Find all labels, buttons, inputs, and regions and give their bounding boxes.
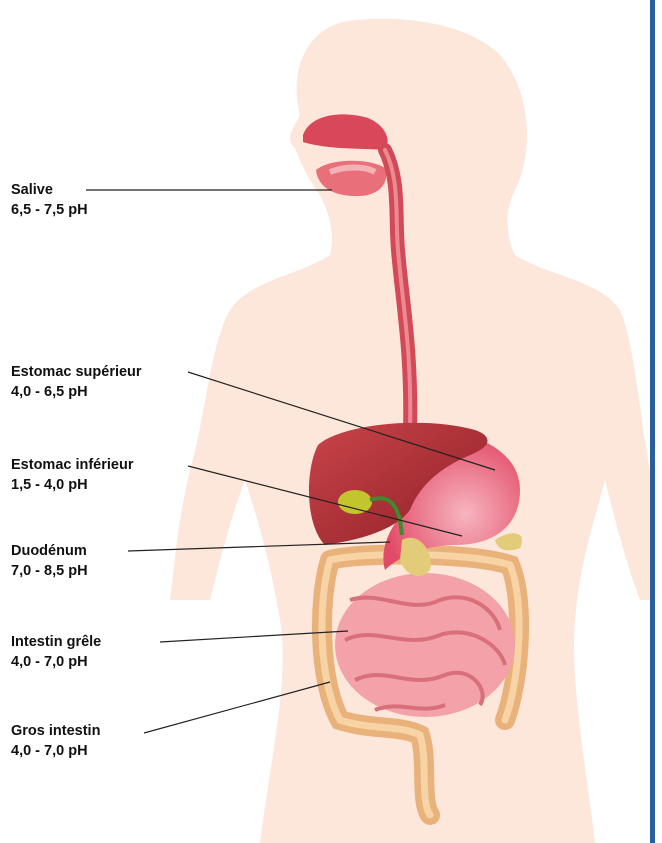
label-gros-intestin: Gros intestin 4,0 - 7,0 pH (11, 721, 100, 761)
label-intestin-grele: Intestin grêle 4,0 - 7,0 pH (11, 632, 101, 672)
label-estomac-superieur-ph: 4,0 - 6,5 pH (11, 382, 142, 402)
label-estomac-inferieur-name: Estomac inférieur (11, 455, 134, 475)
label-duodenum: Duodénum 7,0 - 8,5 pH (11, 541, 88, 581)
label-intestin-grele-name: Intestin grêle (11, 632, 101, 652)
label-estomac-superieur-name: Estomac supérieur (11, 362, 142, 382)
small-intestine (335, 573, 515, 717)
label-duodenum-name: Duodénum (11, 541, 88, 561)
label-intestin-grele-ph: 4,0 - 7,0 pH (11, 652, 101, 672)
gallbladder (338, 490, 372, 514)
label-salive-ph: 6,5 - 7,5 pH (11, 200, 88, 220)
label-estomac-superieur: Estomac supérieur 4,0 - 6,5 pH (11, 362, 142, 402)
label-estomac-inferieur-ph: 1,5 - 4,0 pH (11, 475, 134, 495)
label-gros-intestin-name: Gros intestin (11, 721, 100, 741)
label-duodenum-ph: 7,0 - 8,5 pH (11, 561, 88, 581)
label-salive: Salive 6,5 - 7,5 pH (11, 180, 88, 220)
label-salive-name: Salive (11, 180, 88, 200)
label-estomac-inferieur: Estomac inférieur 1,5 - 4,0 pH (11, 455, 134, 495)
right-edge-rule (650, 0, 655, 843)
label-gros-intestin-ph: 4,0 - 7,0 pH (11, 741, 100, 761)
